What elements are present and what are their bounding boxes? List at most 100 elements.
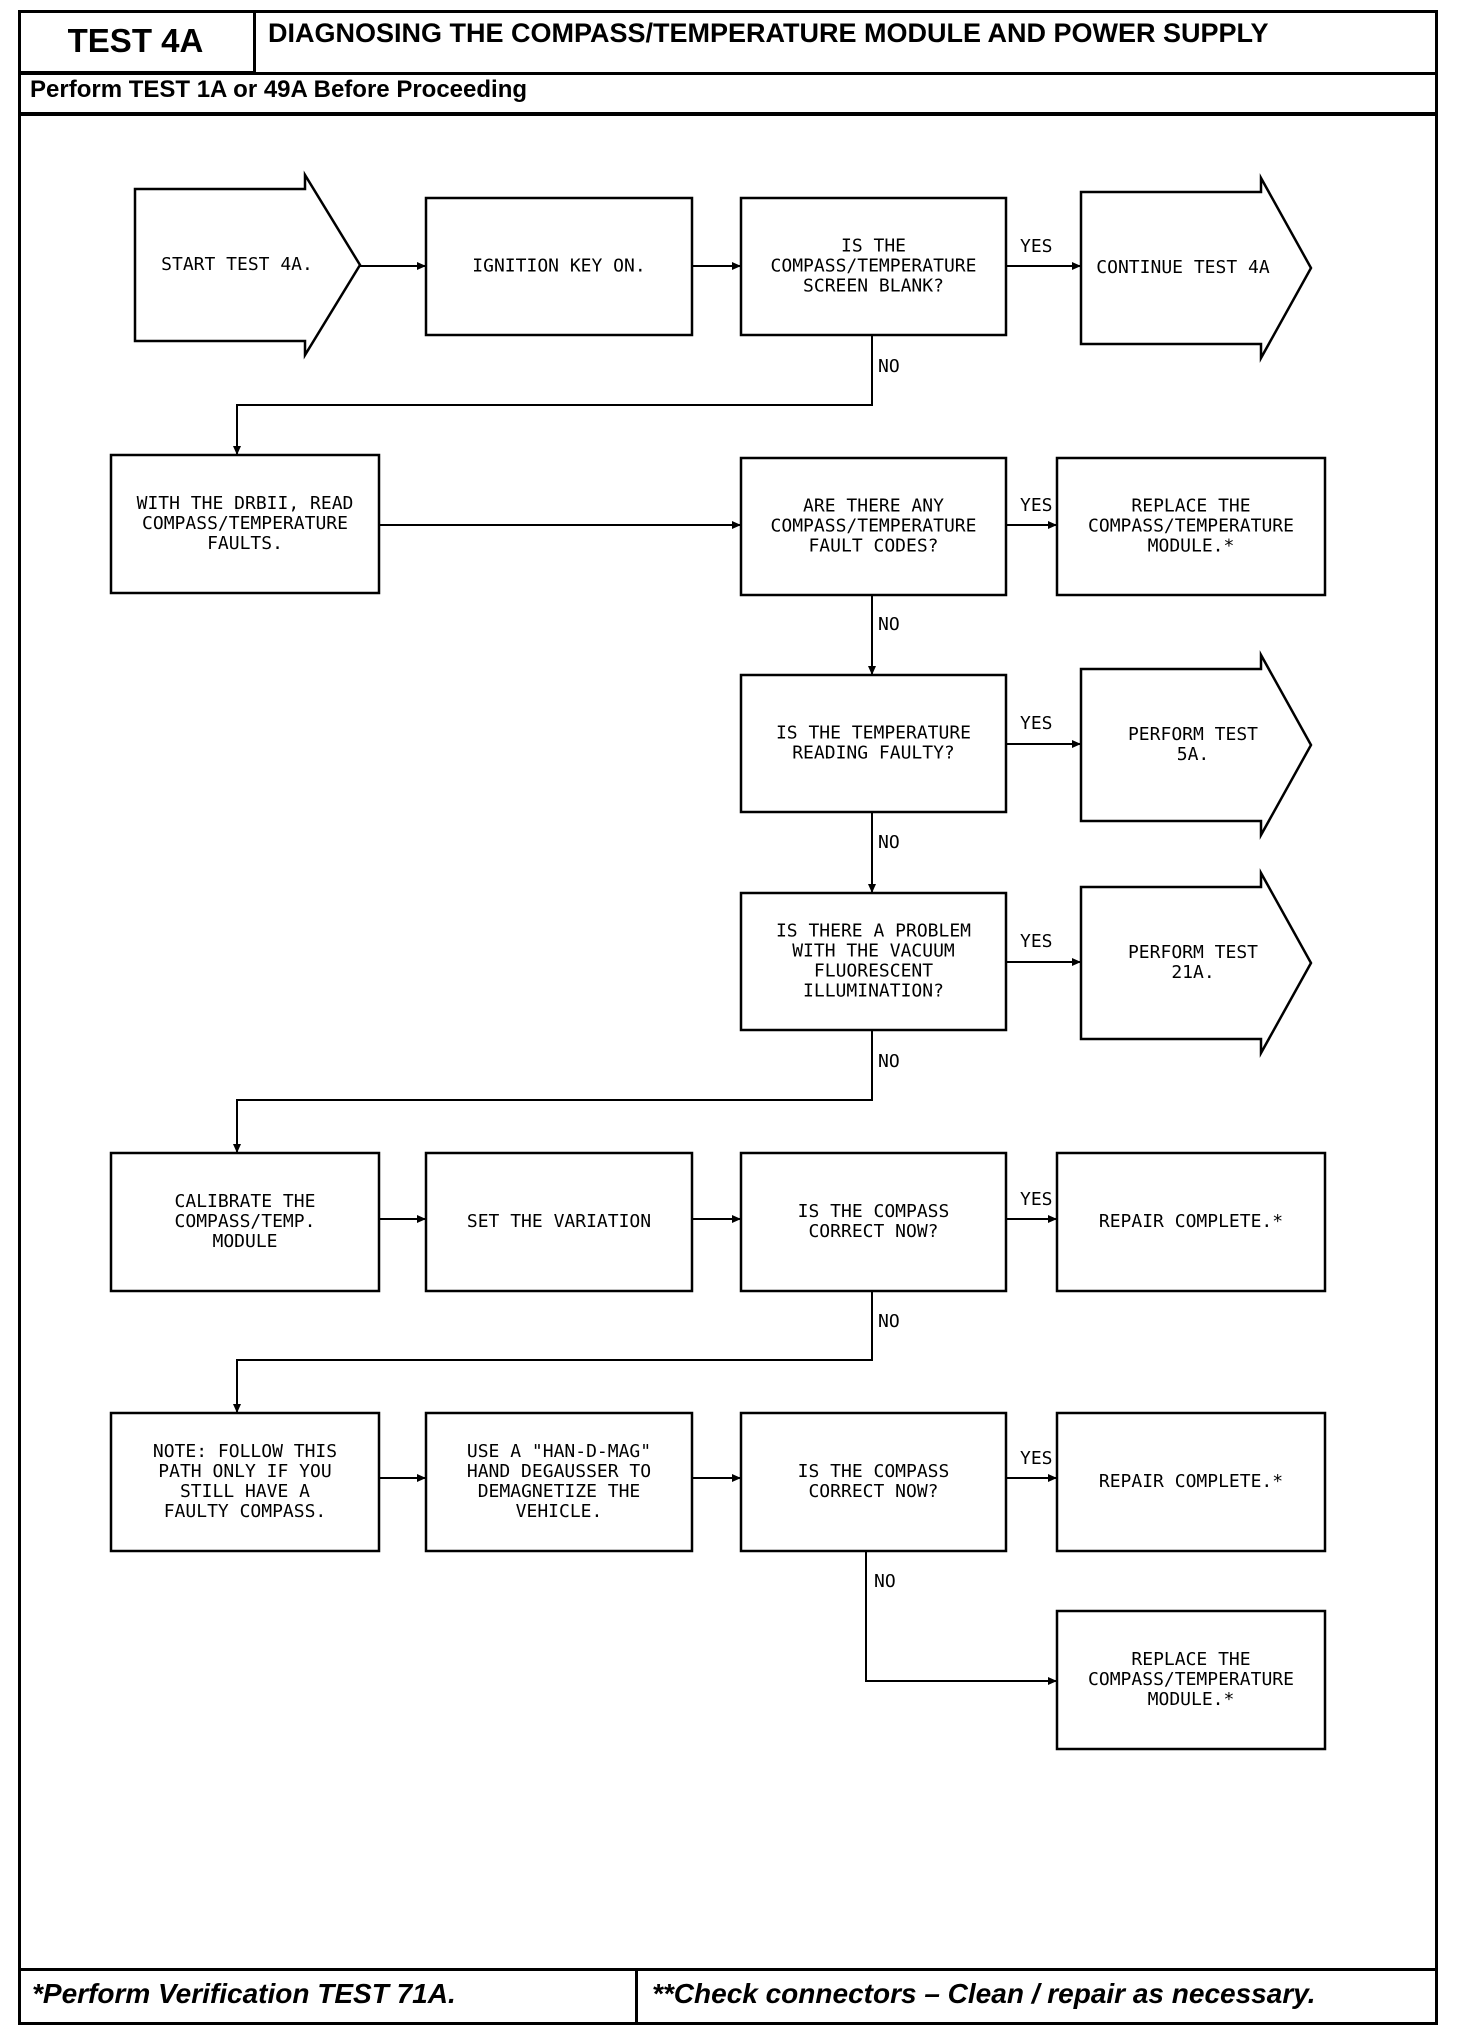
- degauss-box-line: USE A "HAN-D-MAG": [467, 1441, 651, 1462]
- header-divider: [18, 72, 1438, 75]
- flowchart-shapes: [109, 170, 1327, 1751]
- connector-temp-no-arrowhead: [868, 884, 876, 893]
- decision-fault-codes: [739, 456, 1008, 597]
- connector-correct1-yes-arrowhead: [1048, 1215, 1057, 1223]
- decision-correct-1-line: IS THE COMPASS: [798, 1201, 950, 1222]
- decision-temp-faulty: [739, 673, 1008, 814]
- decision-vacuum-line: ILLUMINATION?: [803, 981, 944, 1002]
- replace-module-box-line: COMPASS/TEMPERATURE: [1088, 1669, 1294, 1690]
- footer-note-connectors: **Check connectors – Clean / repair as n…: [652, 1978, 1316, 2009]
- note-box: [109, 1411, 381, 1553]
- continue-test-node: [1079, 173, 1313, 363]
- connector-correct2-no-arrowhead: [1048, 1677, 1057, 1685]
- set-variation-box: [424, 1151, 694, 1293]
- no-label: NO: [878, 1051, 900, 1072]
- decision-screen-blank-line: SCREEN BLANK?: [803, 276, 944, 297]
- decision-fault-codes-line: FAULT CODES?: [808, 536, 938, 557]
- decision-fault-codes-line: COMPASS/TEMPERATURE: [771, 516, 977, 537]
- footer-column-divider: [635, 1968, 638, 2025]
- connector-vacuum-no: [236, 1030, 873, 1153]
- connector-note-degauss-arrowhead: [417, 1474, 426, 1482]
- decision-correct-1-line: CORRECT NOW?: [808, 1221, 938, 1242]
- degauss-box-line: VEHICLE.: [516, 1501, 603, 1522]
- decision-fault-codes-line: ARE THERE ANY: [803, 496, 944, 517]
- continue-test-node-line: CONTINUE TEST 4A: [1096, 257, 1270, 278]
- read-faults-box-line: FAULTS.: [207, 533, 283, 554]
- read-faults-box-line: COMPASS/TEMPERATURE: [142, 513, 348, 534]
- decision-correct-1: [739, 1151, 1008, 1293]
- note-box-line: NOTE: FOLLOW THIS: [153, 1441, 337, 1462]
- degauss-box-line: DEMAGNETIZE THE: [478, 1481, 641, 1502]
- note-box-line: STILL HAVE A: [180, 1481, 310, 1502]
- replace-module-box-line: REPLACE THE: [1131, 496, 1250, 517]
- perform-5a-node-line: 5A.: [1177, 744, 1210, 765]
- decision-screen-blank-line: COMPASS/TEMPERATURE: [771, 256, 977, 277]
- yes-label: YES: [1020, 1448, 1053, 1469]
- yes-label: YES: [1020, 236, 1053, 257]
- replace-module-box-line: REPLACE THE: [1131, 1649, 1250, 1670]
- note-box-line: FAULTY COMPASS.: [164, 1501, 327, 1522]
- read-faults-box-line: WITH THE DRBII, READ: [137, 493, 354, 514]
- set-variation-box-line: SET THE VARIATION: [467, 1211, 651, 1232]
- yes-label: YES: [1020, 713, 1053, 734]
- decision-temp-faulty-line: READING FAULTY?: [792, 743, 955, 764]
- connector-vacuum-yes-arrowhead: [1072, 958, 1081, 966]
- decision-correct-2-line: IS THE COMPASS: [798, 1461, 950, 1482]
- calibrate-box-line: COMPASS/TEMP.: [175, 1211, 316, 1232]
- repair-complete-box: [1055, 1151, 1327, 1293]
- replace-module-box: [1055, 1609, 1327, 1751]
- degauss-box-line: HAND DEGAUSSER TO: [467, 1461, 651, 1482]
- no-label: NO: [878, 614, 900, 635]
- connector-blank-yes-arrowhead: [1072, 262, 1081, 270]
- perform-5a-node-line: PERFORM TEST: [1128, 724, 1258, 745]
- perform-21a-node: [1079, 868, 1313, 1058]
- ignition-on-box-line: IGNITION KEY ON.: [472, 256, 645, 277]
- connector-blank-no-arrowhead: [233, 446, 241, 455]
- start-node: [133, 170, 362, 360]
- decision-temp-faulty-line: IS THE TEMPERATURE: [776, 723, 971, 744]
- footer-divider: [18, 1968, 1438, 1971]
- connector-correct2-no: [865, 1551, 1057, 1682]
- page-frame: [18, 10, 1438, 2025]
- decision-screen-blank-line: IS THE: [841, 236, 906, 257]
- perform-21a-node-line: 21A.: [1171, 962, 1214, 983]
- connector-start-ignition-arrowhead: [417, 262, 426, 270]
- decision-correct-2-line: CORRECT NOW?: [808, 1481, 938, 1502]
- note-box-line: PATH ONLY IF YOU: [158, 1461, 331, 1482]
- decision-vacuum-line: FLUORESCENT: [814, 961, 933, 982]
- start-node-line: START TEST 4A.: [161, 254, 313, 275]
- replace-module-box-line: MODULE.*: [1148, 536, 1235, 557]
- no-label: NO: [878, 1311, 900, 1332]
- yes-label: YES: [1020, 931, 1053, 952]
- flowchart-labels: START TEST 4A.IGNITION KEY ON.IS THECOMP…: [137, 236, 1294, 1711]
- perform-5a-node: [1079, 650, 1313, 840]
- footer-note-verification: *Perform Verification TEST 71A.: [32, 1978, 456, 2009]
- yes-label: YES: [1020, 1189, 1053, 1210]
- connector-variation-decision-arrowhead: [732, 1215, 741, 1223]
- prerequisite-note: Perform TEST 1A or 49A Before Proceeding: [30, 76, 528, 103]
- connector-calibrate-variation-arrowhead: [417, 1215, 426, 1223]
- no-label: NO: [878, 356, 900, 377]
- connector-read-decision-arrowhead: [732, 521, 741, 529]
- replace-module-box: [1055, 456, 1327, 597]
- decision-vacuum: [739, 891, 1008, 1032]
- connector-faults-yes-arrowhead: [1048, 521, 1057, 529]
- calibrate-box: [109, 1151, 381, 1293]
- connector-correct1-no: [236, 1291, 873, 1413]
- repair-complete-box-line: REPAIR COMPLETE.*: [1099, 1471, 1283, 1492]
- connector-faults-no-arrowhead: [868, 666, 876, 675]
- connector-temp-yes-arrowhead: [1072, 740, 1081, 748]
- replace-module-box-line: MODULE.*: [1148, 1689, 1235, 1710]
- connector-correct1-no-arrowhead: [233, 1404, 241, 1413]
- connector-correct2-yes-arrowhead: [1048, 1474, 1057, 1482]
- header-divider-bottom: [18, 112, 1438, 116]
- connector-blank-no: [236, 335, 873, 455]
- test-id: TEST 4A: [67, 21, 204, 59]
- connector-ignition-decision-arrowhead: [732, 262, 741, 270]
- connector-degauss-decision-arrowhead: [732, 1474, 741, 1482]
- no-label: NO: [874, 1571, 896, 1592]
- calibrate-box-line: CALIBRATE THE: [175, 1191, 316, 1212]
- repair-complete-box-line: REPAIR COMPLETE.*: [1099, 1211, 1283, 1232]
- page-title: DIAGNOSING THE COMPASS/TEMPERATURE MODUL…: [268, 18, 1269, 48]
